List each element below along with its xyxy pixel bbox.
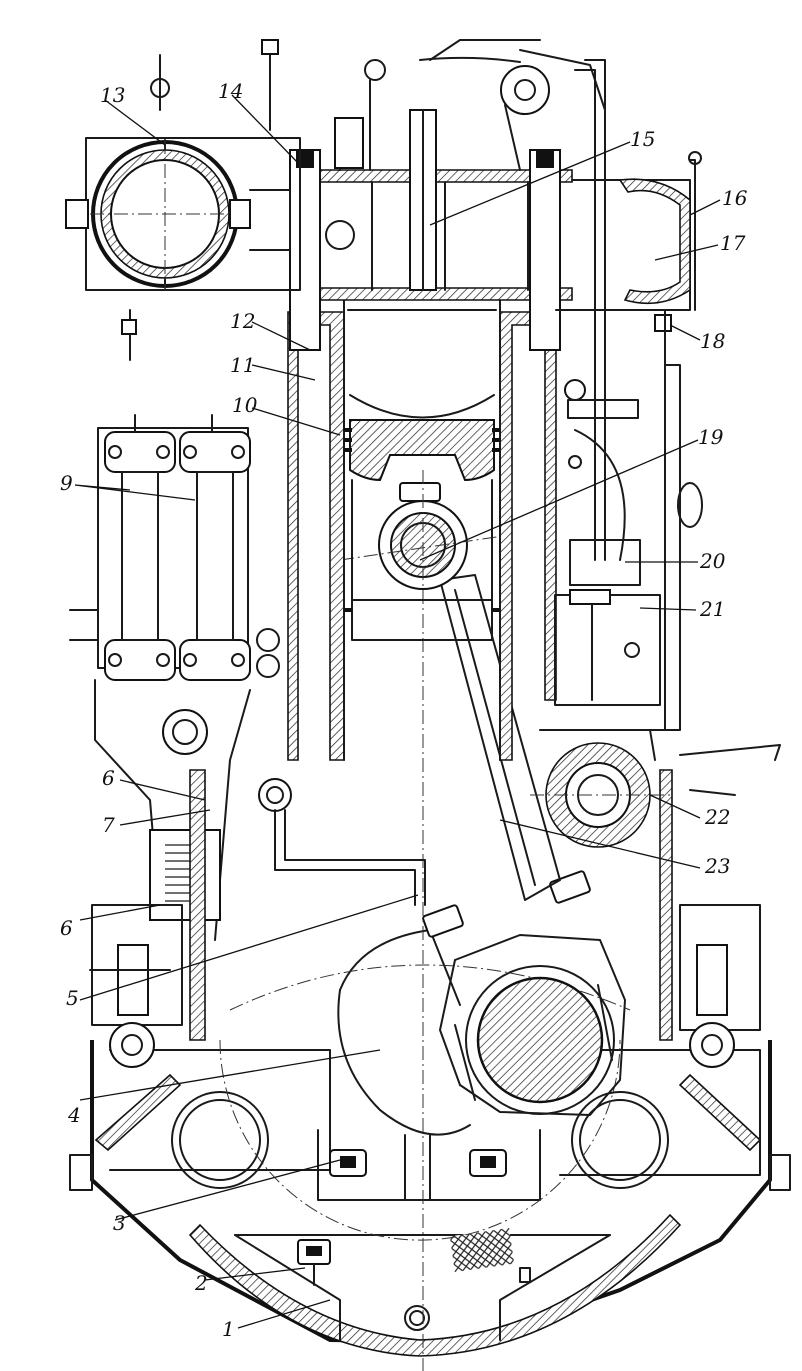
callout-11: 11: [230, 353, 255, 377]
callout-6-lower: 6: [60, 916, 73, 940]
callout-4: 4: [67, 1103, 81, 1127]
callout-14: 14: [218, 79, 243, 103]
callout-9: 9: [60, 471, 73, 495]
piston-rings: [344, 428, 500, 612]
callout-18: 18: [700, 329, 725, 353]
cylinder-assembly: [150, 39, 606, 761]
callout-10: 10: [232, 393, 258, 417]
callout-labels: 1 2 3 4 5 6 7 6 9 10 11 12 13 14 15 16 1…: [60, 79, 748, 1341]
callout-7: 7: [102, 813, 115, 837]
callout-2: 2: [194, 1271, 208, 1295]
callout-15: 15: [630, 127, 655, 151]
callout-13: 13: [100, 83, 125, 107]
callout-19: 19: [698, 425, 724, 449]
callout-17: 17: [720, 231, 746, 255]
callout-22: 22: [704, 805, 730, 829]
callout-6-upper: 6: [102, 766, 115, 790]
crankcase: [69, 1040, 791, 1357]
crank-mechanism: [219, 470, 631, 1371]
callout-20: 20: [699, 549, 726, 573]
right-side-assembly: [530, 151, 781, 1068]
left-lower-assembly: [89, 679, 673, 1068]
cooler-element: [165, 844, 205, 902]
exhaust-manifold: [65, 137, 355, 361]
callout-3: 3: [113, 1211, 126, 1235]
callout-21: 21: [699, 597, 725, 621]
callout-23: 23: [704, 854, 730, 878]
leader-lines: [74, 94, 721, 1329]
callout-12: 12: [230, 309, 255, 333]
callout-5: 5: [66, 986, 79, 1010]
callout-1: 1: [222, 1317, 235, 1341]
oil-filters: [69, 414, 280, 681]
callout-16: 16: [722, 186, 748, 210]
